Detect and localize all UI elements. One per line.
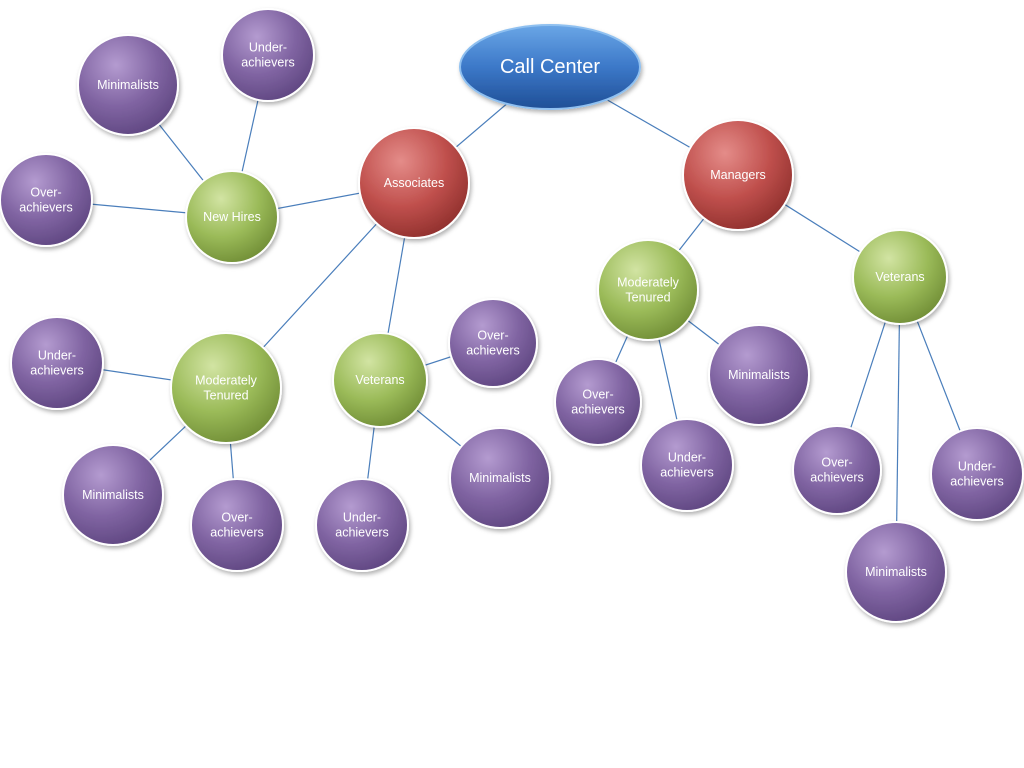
node-nh-under-achievers: Under-achievers [221, 8, 315, 102]
node-shape-amt-over-achievers [190, 478, 284, 572]
node-label-amt-under-achievers: Under-achievers [30, 349, 84, 378]
node-shape-av-under-achievers [315, 478, 409, 572]
node-nh-over-achievers: Over-achievers [0, 153, 93, 247]
node-label-mv-minimalists: Minimalists [865, 565, 927, 579]
node-amt-over-achievers: Over-achievers [190, 478, 284, 572]
node-nh-minimalists: Minimalists [77, 34, 179, 136]
node-associates: Associates [358, 127, 470, 239]
node-shape-root [459, 24, 641, 110]
node-managers: Managers [682, 119, 794, 231]
node-label-mv-over-achievers: Over-achievers [810, 456, 864, 485]
node-label-nh-minimalists: Minimalists [97, 78, 159, 92]
node-mv-over-achievers: Over-achievers [792, 425, 882, 515]
node-label-mmt-minimalists: Minimalists [728, 368, 790, 382]
node-mmt-over-achievers: Over-achievers [554, 358, 642, 446]
node-shape-assoc-veterans [332, 332, 428, 428]
node-shape-managers [682, 119, 794, 231]
node-label-nh-over-achievers: Over-achievers [19, 186, 73, 215]
node-mv-under-achievers: Under-achievers [930, 427, 1024, 521]
node-shape-nh-under-achievers [221, 8, 315, 102]
node-shape-mmt-minimalists [708, 324, 810, 426]
node-shape-mv-over-achievers [792, 425, 882, 515]
node-av-over-achievers: Over-achievers [448, 298, 538, 388]
node-label-av-minimalists: Minimalists [469, 471, 531, 485]
node-shape-nh-over-achievers [0, 153, 93, 247]
node-shape-av-over-achievers [448, 298, 538, 388]
node-mgr-veterans: Veterans [852, 229, 948, 325]
node-shape-mgr-moderately-tenured [597, 239, 699, 341]
node-shape-mv-under-achievers [930, 427, 1024, 521]
node-shape-nh-minimalists [77, 34, 179, 136]
node-shape-amt-under-achievers [10, 316, 104, 410]
node-label-mv-under-achievers: Under-achievers [950, 460, 1004, 489]
node-shape-mmt-under-achievers [640, 418, 734, 512]
node-label-assoc-veterans: Veterans [355, 373, 404, 387]
node-mmt-minimalists: Minimalists [708, 324, 810, 426]
node-label-assoc-new-hires: New Hires [203, 210, 261, 224]
node-amt-under-achievers: Under-achievers [10, 316, 104, 410]
node-mmt-under-achievers: Under-achievers [640, 418, 734, 512]
node-label-associates: Associates [384, 176, 444, 190]
node-label-mmt-under-achievers: Under-achievers [660, 451, 714, 480]
node-shape-mgr-veterans [852, 229, 948, 325]
node-assoc-veterans: Veterans [332, 332, 428, 428]
node-shape-mmt-over-achievers [554, 358, 642, 446]
node-label-mmt-over-achievers: Over-achievers [571, 388, 625, 417]
node-shape-assoc-moderately-tenured [170, 332, 282, 444]
node-label-mgr-veterans: Veterans [875, 270, 924, 284]
node-amt-minimalists: Minimalists [62, 444, 164, 546]
node-shape-av-minimalists [449, 427, 551, 529]
node-shape-amt-minimalists [62, 444, 164, 546]
node-shape-associates [358, 127, 470, 239]
node-label-managers: Managers [710, 168, 766, 182]
node-assoc-new-hires: New Hires [185, 170, 279, 264]
node-label-amt-over-achievers: Over-achievers [210, 511, 264, 540]
node-shape-assoc-new-hires [185, 170, 279, 264]
node-label-amt-minimalists: Minimalists [82, 488, 144, 502]
node-label-av-over-achievers: Over-achievers [466, 329, 520, 358]
node-av-under-achievers: Under-achievers [315, 478, 409, 572]
node-label-nh-under-achievers: Under-achievers [241, 41, 295, 70]
node-root: Call Center [459, 24, 641, 110]
node-mv-minimalists: Minimalists [845, 521, 947, 623]
node-label-root: Call Center [500, 56, 600, 78]
node-label-av-under-achievers: Under-achievers [335, 511, 389, 540]
node-av-minimalists: Minimalists [449, 427, 551, 529]
node-shape-mv-minimalists [845, 521, 947, 623]
